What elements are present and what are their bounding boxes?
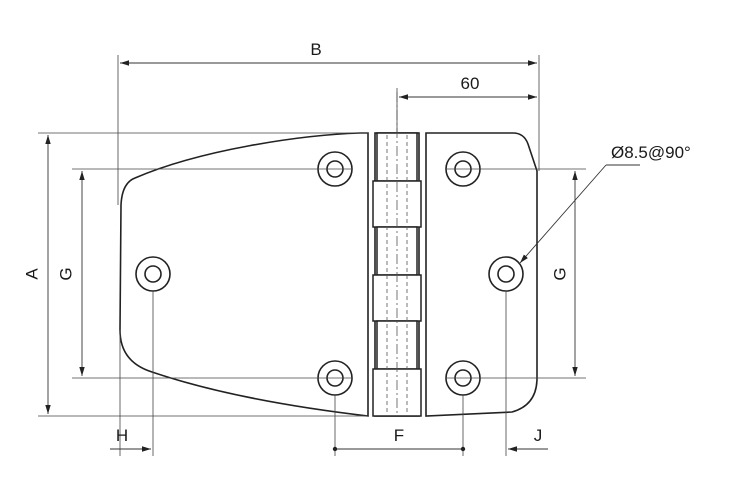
hole-right-middle bbox=[488, 256, 524, 292]
dim-label-g-right: G bbox=[550, 267, 569, 280]
dim-label-g-left: G bbox=[56, 267, 75, 280]
right-leaf-outline bbox=[425, 132, 538, 417]
dim-label-f: F bbox=[394, 426, 404, 445]
dim-label-h: H bbox=[116, 426, 128, 445]
hinge-knuckles bbox=[372, 92, 422, 417]
dim-label-a: A bbox=[22, 268, 41, 280]
extension-lines bbox=[38, 55, 586, 456]
dim-label-60: 60 bbox=[461, 74, 480, 93]
hole-left-middle bbox=[135, 256, 171, 292]
left-leaf-outline bbox=[119, 132, 369, 417]
dim-label-b: B bbox=[310, 40, 321, 59]
dim-label-j: J bbox=[534, 426, 543, 445]
hole-callout-label: Ø8.5@90° bbox=[611, 143, 691, 162]
mounting-holes bbox=[135, 151, 524, 396]
dimension-lines bbox=[45, 60, 640, 452]
